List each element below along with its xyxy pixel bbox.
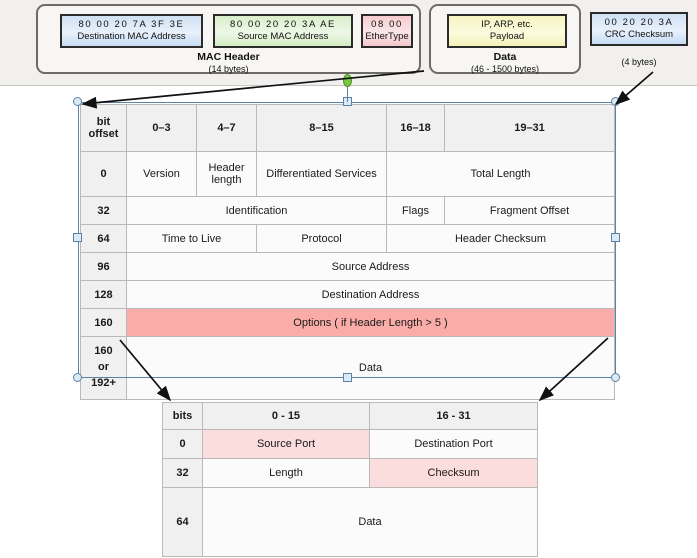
ipv4-header-object[interactable]: bit offset 0–3 4–7 8–15 16–18 19–31 0 Ve…: [73, 74, 620, 400]
udp-cell-data: Data: [202, 487, 538, 557]
ipv4-col-19-31: 19–31: [444, 104, 615, 152]
udp-row-0-offset: 0: [162, 429, 203, 459]
table-row[interactable]: bits 0 - 15 16 - 31: [162, 402, 538, 430]
udp-cell-destination-port: Destination Port: [369, 429, 538, 459]
data-group-caption: Data (46 - 1500 bytes): [431, 51, 579, 74]
table-row[interactable]: 160 or 192+ Data: [80, 336, 615, 400]
ipv4-cell-data: Data: [126, 336, 615, 400]
ipv4-cell-header-length: Header length: [196, 151, 257, 197]
rotate-handle[interactable]: [343, 74, 352, 87]
destination-mac-hex: 80 00 20 7A 3F 3E: [78, 19, 185, 30]
ipv4-cell-destination-address: Destination Address: [126, 280, 615, 309]
ipv4-col-0-3: 0–3: [126, 104, 197, 152]
table-row[interactable]: 64 Time to Live Protocol Header Checksum: [80, 224, 615, 253]
mac-header-title: MAC Header: [197, 51, 260, 63]
resize-handle-top-right[interactable]: [611, 97, 620, 106]
ethertype-field[interactable]: 08 00 EtherType: [361, 14, 413, 48]
ipv4-row-192-offset: 160 or 192+: [80, 336, 127, 400]
crc-group[interactable]: 00 20 20 3A CRC Checksum (4 bytes): [584, 4, 694, 74]
source-mac-label: Source MAC Address: [237, 30, 329, 42]
udp-row-32-offset: 32: [162, 458, 203, 488]
resize-handle-middle-right[interactable]: [611, 233, 620, 242]
ipv4-row-160-offset: 160: [80, 308, 127, 337]
udp-cell-length: Length: [202, 458, 370, 488]
mac-header-group[interactable]: 80 00 20 7A 3F 3E Destination MAC Addres…: [36, 4, 421, 74]
table-row[interactable]: 160 Options ( if Header Length > 5 ): [80, 308, 615, 337]
table-row[interactable]: 0 Source Port Destination Port: [162, 429, 538, 459]
ipv4-cell-total-length: Total Length: [386, 151, 615, 197]
destination-mac-label: Destination MAC Address: [77, 30, 186, 42]
ipv4-cell-differentiated-services: Differentiated Services: [256, 151, 387, 197]
ipv4-row-0-offset: 0: [80, 151, 127, 197]
resize-handle-bottom-right[interactable]: [611, 373, 620, 382]
table-row[interactable]: 96 Source Address: [80, 252, 615, 281]
udp-row-64-offset: 64: [162, 487, 203, 557]
udp-col-16-31: 16 - 31: [369, 402, 538, 430]
bit-offset-line1: bit: [96, 116, 111, 128]
udp-cell-checksum: Checksum: [369, 458, 538, 488]
table-row[interactable]: 32 Identification Flags Fragment Offset: [80, 196, 615, 225]
ipv4-cell-identification: Identification: [126, 196, 387, 225]
ipv4-col-8-15: 8–15: [256, 104, 387, 152]
header-length-line1: Header: [208, 162, 245, 174]
udp-col-0-15: 0 - 15: [202, 402, 370, 430]
ipv4-row-128-offset: 128: [80, 280, 127, 309]
ipv4-cell-flags: Flags: [386, 196, 445, 225]
udp-bits-header: bits: [162, 402, 203, 430]
data-group-subtitle: (46 - 1500 bytes): [470, 64, 540, 74]
ipv4-col-16-18: 16–18: [386, 104, 445, 152]
ipv4-row-64-offset: 64: [80, 224, 127, 253]
ipv4-header-table[interactable]: bit offset 0–3 4–7 8–15 16–18 19–31 0 Ve…: [80, 104, 615, 400]
crc-checksum-label: CRC Checksum: [604, 28, 674, 40]
crc-group-caption: (4 bytes): [584, 56, 694, 67]
data-group[interactable]: IP, ARP, etc. Payload Data (46 - 1500 by…: [429, 4, 581, 74]
udp-header-object[interactable]: bits 0 - 15 16 - 31 0 Source Port Destin…: [162, 402, 538, 557]
row-192-offset-line1: 160: [94, 345, 113, 358]
header-length-line2: length: [211, 174, 242, 186]
udp-header-table[interactable]: bits 0 - 15 16 - 31 0 Source Port Destin…: [162, 402, 538, 557]
ethertype-hex: 08 00: [371, 19, 403, 30]
resize-handle-bottom-left[interactable]: [73, 373, 82, 382]
ethernet-frame-panel: 80 00 20 7A 3F 3E Destination MAC Addres…: [0, 0, 697, 86]
ipv4-cell-fragment-offset: Fragment Offset: [444, 196, 615, 225]
ipv4-cell-source-address: Source Address: [126, 252, 615, 281]
ethertype-label: EtherType: [365, 30, 409, 42]
ipv4-cell-header-checksum: Header Checksum: [386, 224, 615, 253]
source-mac-field[interactable]: 80 00 20 20 3A AE Source MAC Address: [213, 14, 353, 48]
data-group-title: Data: [493, 51, 517, 63]
ipv4-col-4-7: 4–7: [196, 104, 257, 152]
payload-protocols: IP, ARP, etc.: [481, 19, 533, 30]
table-row[interactable]: 32 Length Checksum: [162, 458, 538, 488]
ipv4-cell-protocol: Protocol: [256, 224, 387, 253]
resize-handle-bottom-center[interactable]: [343, 373, 352, 382]
ipv4-row-96-offset: 96: [80, 252, 127, 281]
row-192-offset-line2: or: [98, 361, 109, 374]
ipv4-row-32-offset: 32: [80, 196, 127, 225]
ipv4-cell-version: Version: [126, 151, 197, 197]
mac-header-subtitle: (14 bytes): [208, 64, 249, 74]
udp-cell-source-port: Source Port: [202, 429, 370, 459]
ipv4-cell-time-to-live: Time to Live: [126, 224, 257, 253]
payload-field[interactable]: IP, ARP, etc. Payload: [447, 14, 567, 48]
destination-mac-field[interactable]: 80 00 20 7A 3F 3E Destination MAC Addres…: [60, 14, 203, 48]
table-row[interactable]: 64 Data: [162, 487, 538, 557]
bit-offset-line2: offset: [88, 128, 119, 140]
ipv4-bit-offset-header: bit offset: [80, 104, 127, 152]
mac-header-caption: MAC Header (14 bytes): [38, 51, 419, 74]
crc-checksum-hex: 00 20 20 3A: [604, 17, 674, 28]
table-row[interactable]: 0 Version Header length Differentiated S…: [80, 151, 615, 197]
resize-handle-top-left[interactable]: [73, 97, 82, 106]
payload-label: Payload: [489, 30, 525, 42]
table-row[interactable]: 128 Destination Address: [80, 280, 615, 309]
ipv4-cell-options: Options ( if Header Length > 5 ): [126, 308, 615, 337]
source-mac-hex: 80 00 20 20 3A AE: [230, 19, 336, 30]
crc-group-subtitle: (4 bytes): [621, 57, 657, 67]
row-192-offset-line3: 192+: [91, 376, 116, 389]
crc-checksum-field[interactable]: 00 20 20 3A CRC Checksum: [590, 12, 688, 46]
table-row[interactable]: bit offset 0–3 4–7 8–15 16–18 19–31: [80, 104, 615, 152]
resize-handle-middle-left[interactable]: [73, 233, 82, 242]
